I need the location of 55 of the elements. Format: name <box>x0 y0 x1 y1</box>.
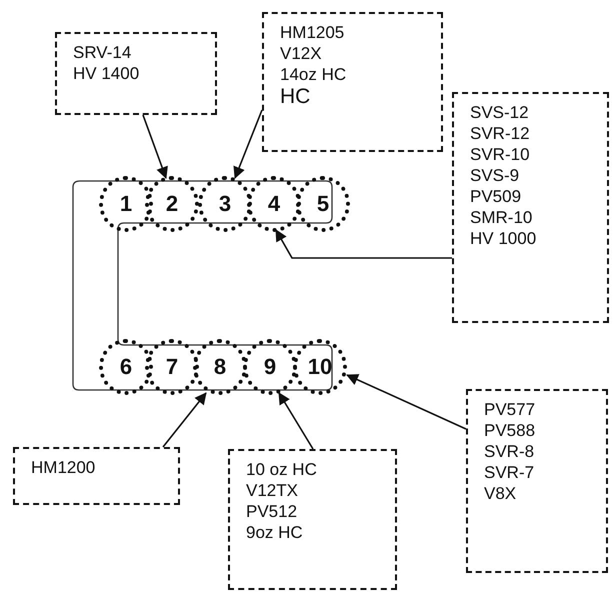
part-code: PV588 <box>484 420 536 441</box>
callout-box <box>13 447 180 505</box>
part-code: SVS-9 <box>470 165 520 186</box>
cylinder-number: 2 <box>166 191 178 217</box>
part-code: SVR-7 <box>484 462 536 483</box>
cylinder-number: 4 <box>268 191 280 217</box>
arrow <box>162 392 207 448</box>
cylinder-circle <box>243 339 297 395</box>
cylinder-circle <box>145 176 199 232</box>
callout-box <box>466 389 608 573</box>
cylinder-number: 7 <box>166 354 178 380</box>
arrow <box>346 374 466 430</box>
cylinder-circle <box>99 176 153 232</box>
cylinder-circle <box>296 176 350 232</box>
callout-box <box>452 92 609 323</box>
part-code: SVS-12 <box>470 102 530 123</box>
cylinder-number: 9 <box>264 354 276 380</box>
part-code: SVR-12 <box>470 123 531 144</box>
part-code: PV512 <box>246 501 298 522</box>
part-code: V12TX <box>246 480 299 501</box>
part-code: 9oz HC <box>246 522 304 543</box>
cylinder-circle <box>293 339 347 395</box>
part-code: PV577 <box>484 399 536 420</box>
cylinder-number: 3 <box>218 191 232 217</box>
part-code: V12X <box>280 43 323 64</box>
cylinder-number: 6 <box>120 354 132 380</box>
cylinder-circle <box>247 176 301 232</box>
part-code: V8X <box>484 483 518 504</box>
arrow <box>278 392 314 450</box>
part-code: SVR-10 <box>470 144 531 165</box>
part-code: 14oz HC <box>280 64 348 85</box>
callout-box <box>262 12 443 152</box>
arrow <box>275 229 452 259</box>
part-code: HV 1400 <box>73 63 140 84</box>
cylinder-number: 8 <box>214 354 226 380</box>
part-code: SVR-8 <box>484 441 536 462</box>
callout-box <box>55 32 217 115</box>
part-code: SMR-10 <box>470 207 534 228</box>
cylinder-circle <box>198 176 252 232</box>
cylinder-circle <box>193 339 247 395</box>
part-code: HM1205 <box>280 22 346 43</box>
callout-box <box>228 449 397 590</box>
arrow <box>142 114 168 179</box>
cylinder-number: 5 <box>316 191 330 217</box>
cylinder-circle <box>99 339 153 395</box>
part-code: 10 oz HC <box>246 459 318 480</box>
part-code: PV509 <box>470 186 522 207</box>
arrow <box>233 110 263 179</box>
part-code: SRV-14 <box>73 42 132 63</box>
part-code: HM1200 <box>31 457 96 478</box>
part-code: HV 1000 <box>470 228 538 249</box>
cylinder-number: 10 <box>308 354 332 380</box>
cylinder-number: 1 <box>120 191 132 217</box>
cylinder-circle <box>145 339 199 395</box>
part-code: HC <box>280 85 312 109</box>
